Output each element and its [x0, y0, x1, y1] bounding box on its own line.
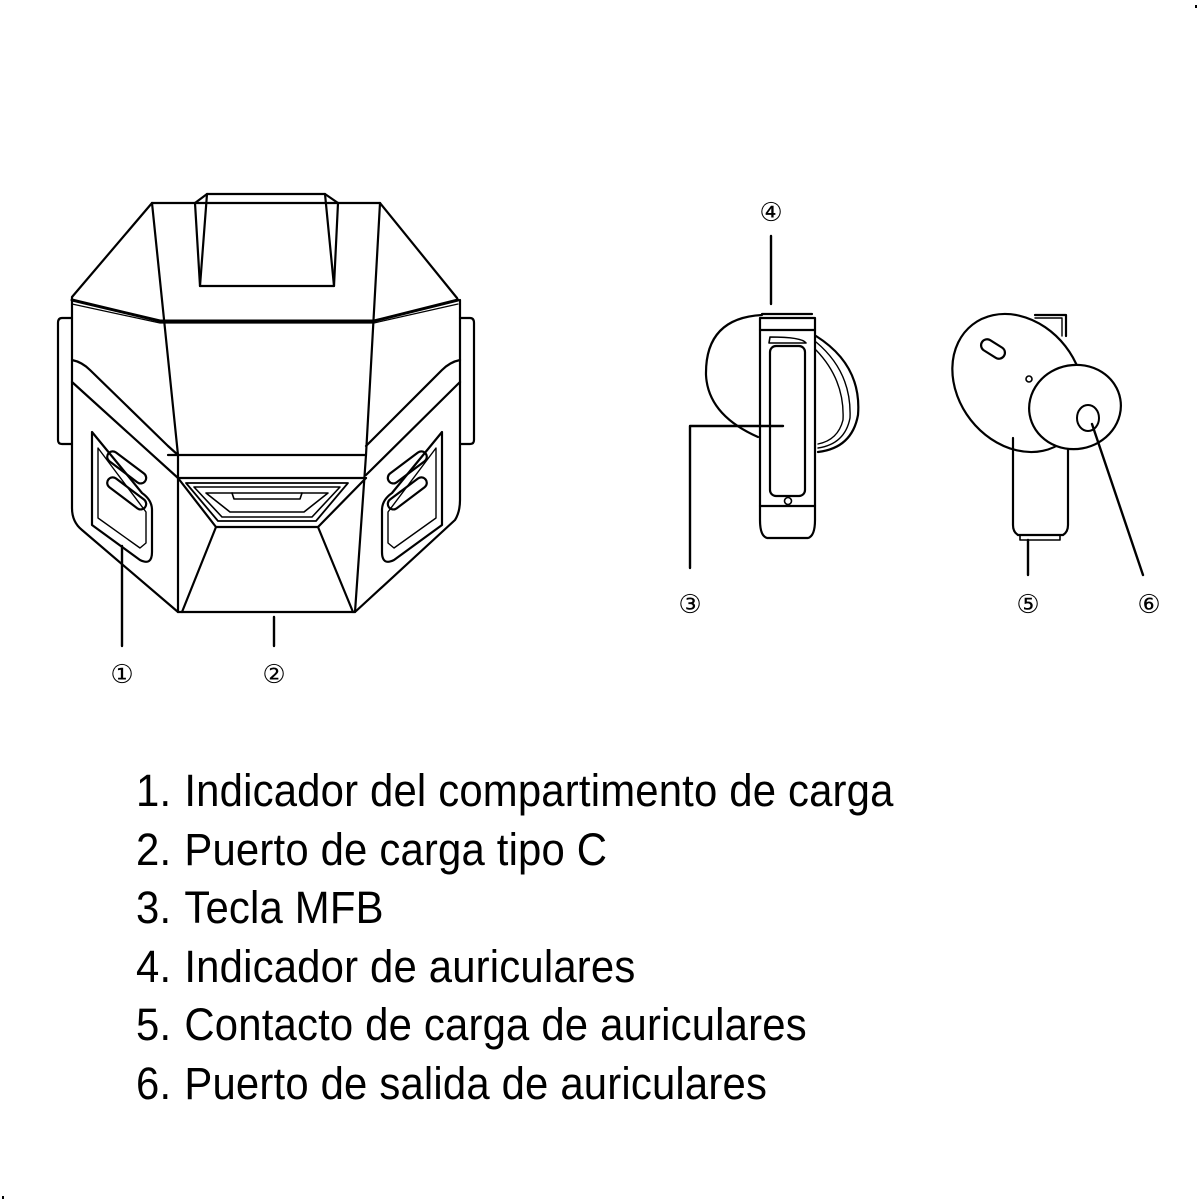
legend-item: 5.Contacto de carga de auriculares [136, 999, 807, 1050]
callout-2: ② [262, 660, 286, 690]
callout-4: ④ [759, 198, 783, 228]
parts-legend: 1.Indicador del compartimento de carga 2… [136, 762, 951, 1113]
earbud-front-view-drawing [951, 312, 1145, 577]
corner-artifact [1195, 5, 1197, 8]
callout-3: ③ [678, 590, 702, 620]
legend-item: 4.Indicador de auriculares [136, 940, 636, 992]
legend-item: 6.Puerto de salida de auriculares [136, 1057, 768, 1109]
legend-item: 1.Indicador del compartimento de carga [136, 765, 894, 816]
corner-artifact [2, 1196, 4, 1199]
parts-diagram [56, 192, 1145, 648]
earbud-side-view-drawing [688, 234, 860, 570]
legend-item: 3.Tecla MFB [136, 882, 384, 933]
callout-5: ⑤ [1016, 590, 1040, 620]
callout-1: ① [110, 660, 134, 690]
callout-6: ⑥ [1137, 590, 1161, 620]
charging-case-drawing [56, 192, 476, 648]
legend-item: 2.Puerto de carga tipo C [136, 823, 608, 875]
